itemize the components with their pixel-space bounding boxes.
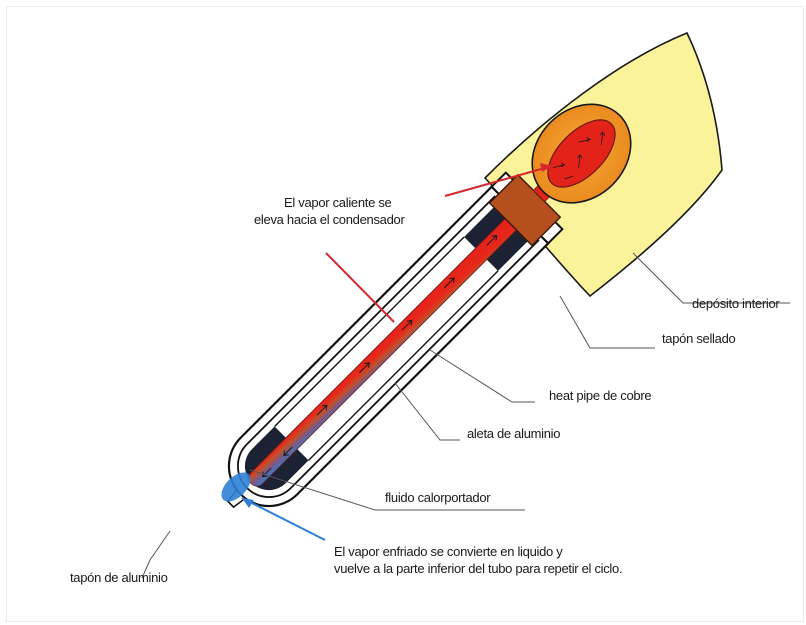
label-sealed-cap: tapón sellado [662,331,735,346]
label-reservoir: depósito interior [692,296,779,311]
label-fin: aleta de aluminio [467,426,560,441]
label-aluminium-cap: tapón de aluminio [70,570,168,585]
label-hot-vapor-1: El vapor caliente se [284,195,391,210]
heat-pipe [246,209,526,489]
hot-vapor-arrow [326,253,394,322]
label-heat-pipe: heat pipe de cobre [549,388,651,403]
label-cold-vapor-1: El vapor enfriado se convierte en liquid… [334,544,562,559]
label-fluid: fluido calorportador [385,490,490,505]
label-cold-vapor-2: vuelve a la parte inferior del tubo para… [334,561,622,576]
label-hot-vapor-2: eleva hacia el condensador [254,212,404,227]
